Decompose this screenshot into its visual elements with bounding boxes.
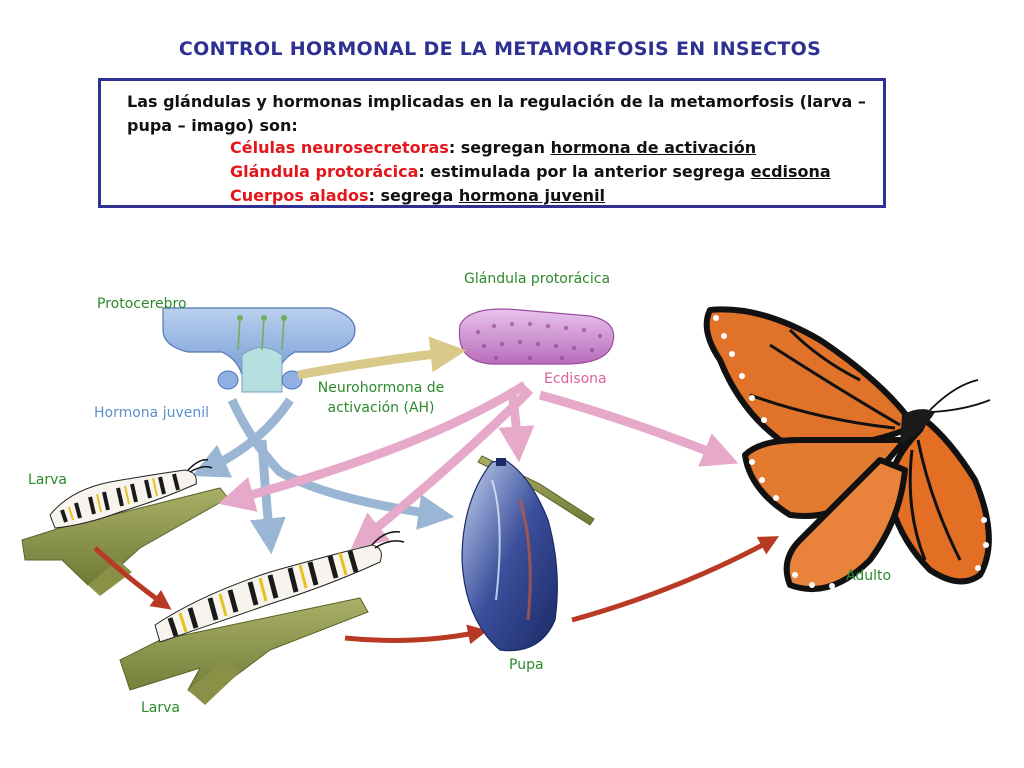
list-item-product: hormona juvenil [458, 186, 606, 205]
neurohormona-arrow [297, 336, 467, 380]
stage-arrow [571, 536, 780, 623]
protocerebro-icon [162, 307, 356, 393]
label-protocerebro: Protocerebro [97, 296, 187, 312]
ecdisona-arrow [218, 381, 528, 512]
label-neurohormona-line-1: Neurohormona de [317, 380, 445, 396]
label-hormona-juvenil: Hormona juvenil [94, 405, 210, 421]
list-item-term: Cuerpos alados [230, 186, 369, 205]
stage-arrow [344, 624, 488, 645]
label-neurohormona-line-2: activación (AH) [327, 400, 435, 416]
glandula-protoracica-icon [458, 308, 615, 365]
label-larva-bottom: Larva [141, 700, 180, 716]
list-item-sep: : estimulada por la anterior segrega [418, 162, 751, 181]
hormona-juvenil-arrow [191, 397, 294, 478]
stage-arrow [93, 546, 172, 610]
label-adulto: Adulto [846, 568, 892, 584]
hormona-juvenil-arrow [227, 398, 455, 530]
list-item: Glándula protorácica: estimulada por la … [230, 160, 831, 184]
ecdisona-arrow [498, 391, 535, 463]
label-neurohormona: Neurohormona de activación (AH) [308, 378, 454, 418]
label-pupa: Pupa [509, 657, 544, 673]
list-item: Cuerpos alados: segrega hormona juvenil [230, 184, 831, 208]
page-title: CONTROL HORMONAL DE LA METAMORFOSIS EN I… [178, 38, 822, 60]
list-item-product: hormona de activación [550, 138, 757, 157]
label-glandula-protoracica: Glándula protorácica [464, 271, 611, 287]
list-item-term: Células neurosecretoras [230, 138, 449, 157]
butterfly-adult-icon [703, 306, 992, 593]
branch-bottom [119, 597, 369, 705]
info-box: Las glándulas y hormonas implicadas en l… [98, 78, 886, 208]
list-item: Células neurosecretoras: segregan hormon… [230, 136, 831, 160]
pupa-icon [461, 458, 558, 652]
label-larva-top: Larva [28, 472, 67, 488]
hormone-list: Células neurosecretoras: segregan hormon… [230, 136, 831, 208]
label-ecdisona: Ecdisona [544, 371, 607, 387]
list-item-product: ecdisona [750, 162, 831, 181]
ecdisona-arrow [538, 390, 739, 467]
larva-bottom-icon [154, 531, 405, 643]
info-intro: Las glándulas y hormonas implicadas en l… [127, 92, 866, 135]
list-item-sep: : segrega [368, 186, 459, 205]
larva-top-icon [49, 458, 213, 529]
list-item-term: Glándula protorácica [230, 162, 419, 181]
list-item-sep: : segregan [448, 138, 551, 157]
